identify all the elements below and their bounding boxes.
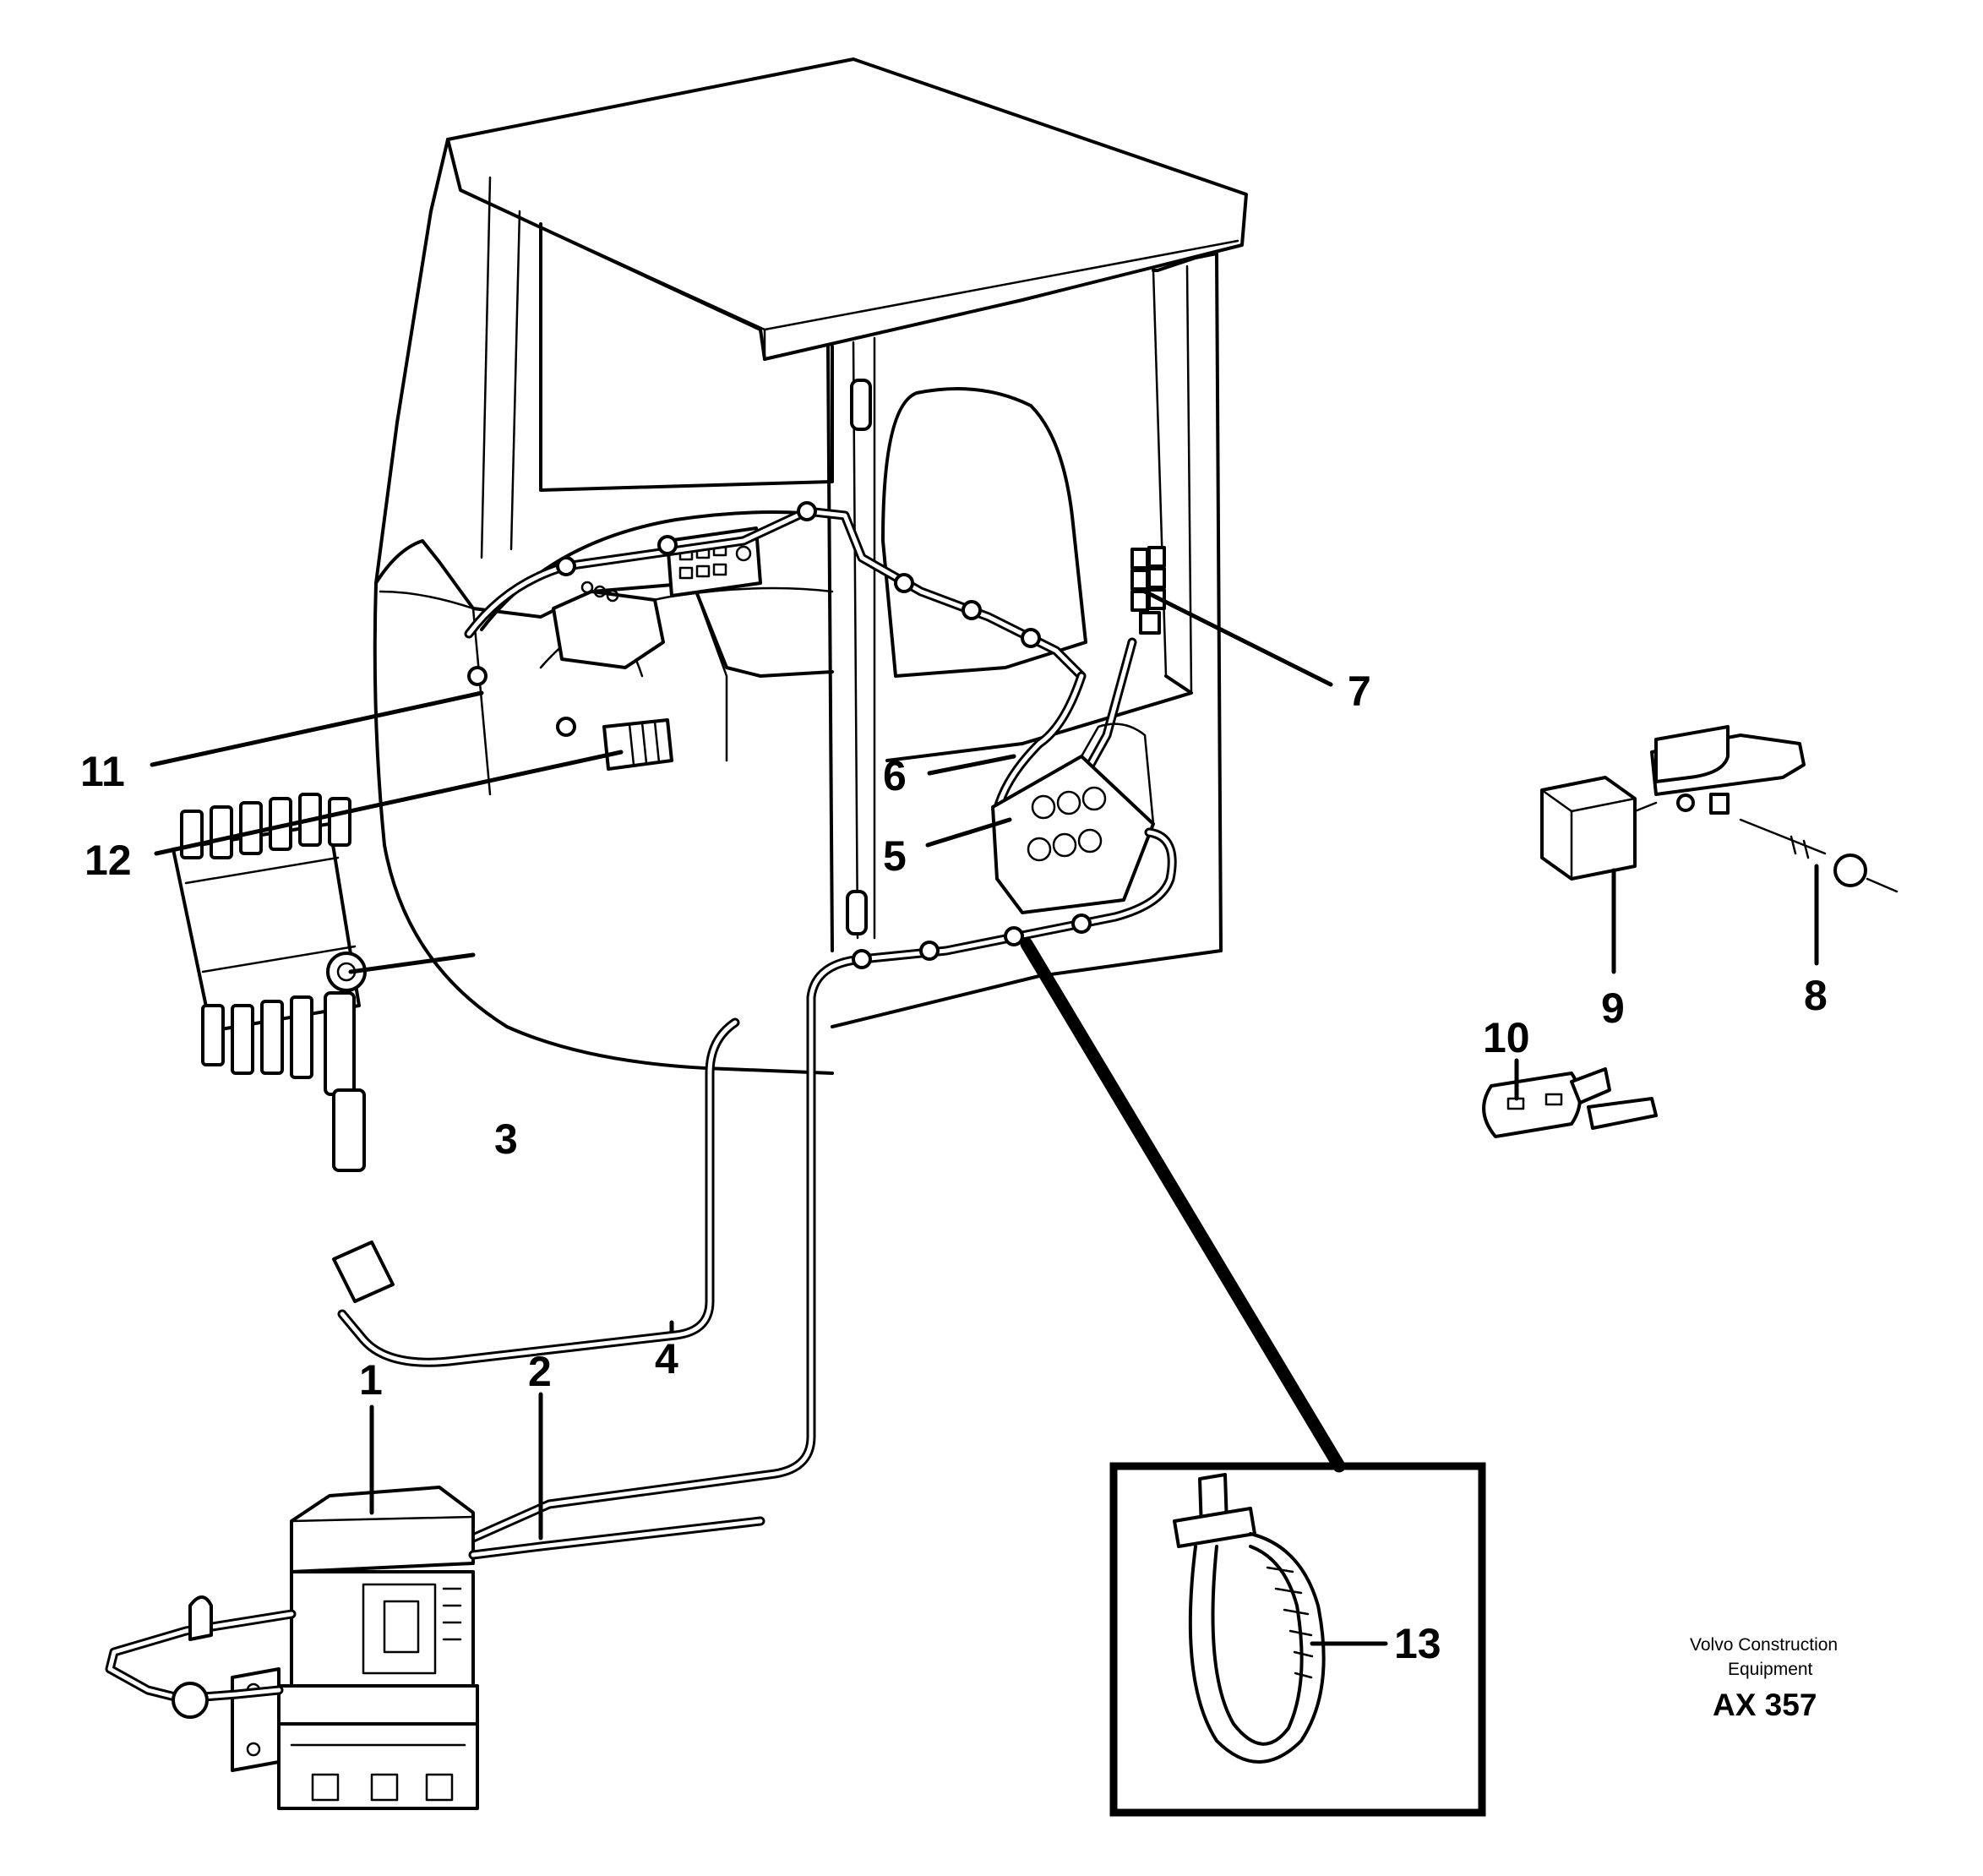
drawing-number: AX 357 xyxy=(1713,1688,1817,1722)
callout-11: 11 xyxy=(80,748,125,795)
lubrication-pump xyxy=(105,1486,765,1810)
callout-3: 3 xyxy=(494,1115,518,1163)
callout-6: 6 xyxy=(883,752,907,799)
callout-9: 9 xyxy=(1601,984,1625,1032)
cab-pillar-front xyxy=(826,345,834,952)
callout-13: 13 xyxy=(1394,1620,1441,1667)
connector-part xyxy=(1482,1067,1658,1138)
figure-credit: Volvo Construction Equipment AX 357 xyxy=(1690,1635,1838,1722)
cab-illustration xyxy=(337,57,1248,1543)
callout-5: 5 xyxy=(883,832,907,880)
cab-pillar-left xyxy=(374,138,449,585)
callout-1: 1 xyxy=(359,1356,383,1404)
operator-seat xyxy=(881,387,1087,678)
callout-12: 12 xyxy=(84,837,132,884)
callout-2: 2 xyxy=(528,1348,552,1395)
lubrication-distributor xyxy=(172,793,395,1303)
relay-assembly xyxy=(1540,725,1899,893)
central-electric-box xyxy=(991,755,1155,914)
callout-labels: 1 2 3 4 5 6 7 8 9 10 11 12 13 xyxy=(80,668,1828,1667)
callout-7: 7 xyxy=(1348,668,1371,715)
credit-line-1: Volvo Construction xyxy=(1690,1635,1838,1655)
leader-lines xyxy=(150,589,1819,1646)
callout-10: 10 xyxy=(1483,1014,1530,1061)
callout-4: 4 xyxy=(655,1335,678,1382)
callout-8: 8 xyxy=(1804,972,1828,1019)
credit-line-2: Equipment xyxy=(1728,1660,1813,1679)
cable-tie xyxy=(1173,1473,1326,1764)
